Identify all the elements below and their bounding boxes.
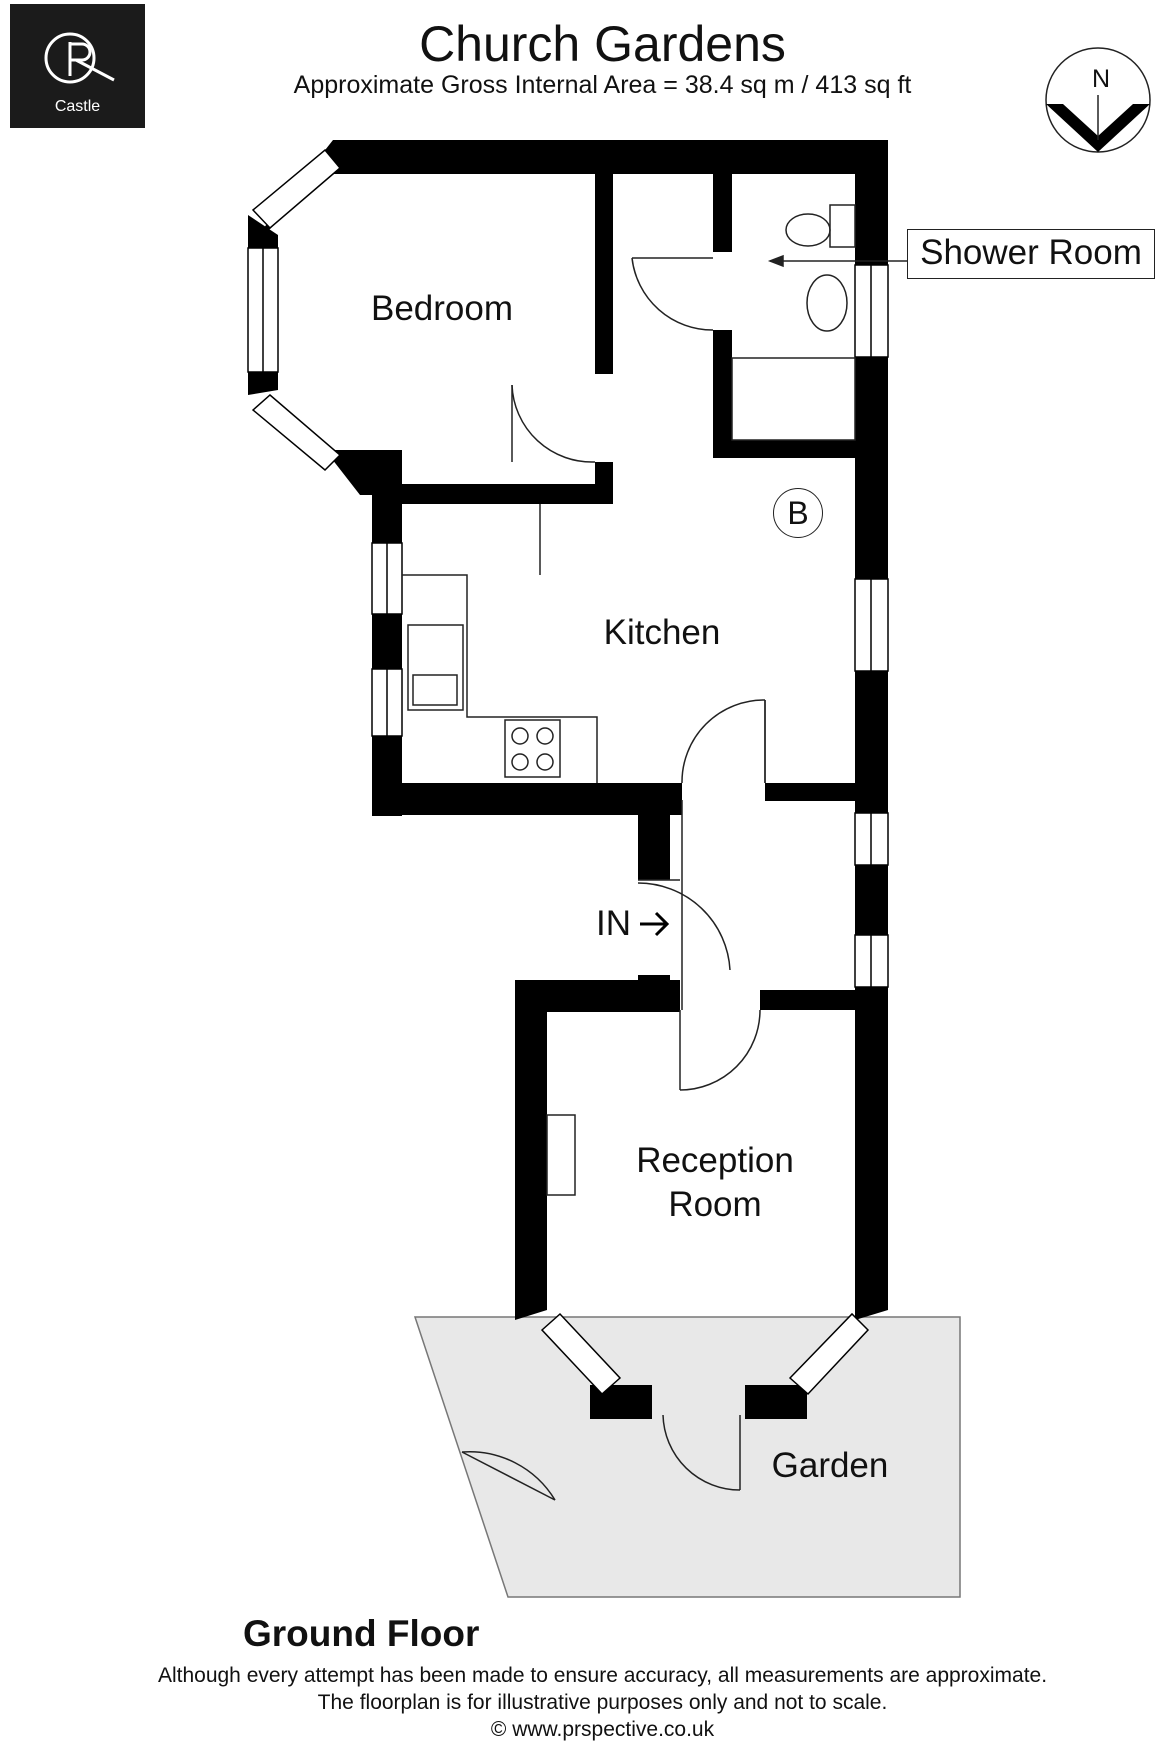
brand-logo: Castle <box>10 4 145 128</box>
room-label-reception-line1: Reception <box>636 1141 794 1180</box>
boiler-badge: B <box>773 488 823 538</box>
page-title: Church Gardens <box>419 16 786 72</box>
page-subtitle: Approximate Gross Internal Area = 38.4 s… <box>293 71 912 99</box>
logo-monogram-icon <box>44 32 115 84</box>
compass-label: N <box>1092 65 1111 93</box>
fixtures <box>402 204 856 1196</box>
compass-icon <box>1045 47 1151 153</box>
room-label-kitchen: Kitchen <box>603 613 721 652</box>
walls <box>248 140 888 1419</box>
room-label-shower: Shower Room <box>907 229 1155 279</box>
doors <box>461 257 766 1501</box>
room-label-reception-line2: Room <box>668 1185 762 1224</box>
logo-text: Castle <box>54 98 101 115</box>
windows <box>247 148 889 1396</box>
entry-label: IN <box>596 904 631 943</box>
room-label-bedroom: Bedroom <box>370 289 514 328</box>
room-label-garden: Garden <box>771 1446 889 1485</box>
shower-room-pointer <box>767 254 907 268</box>
entry-arrow <box>640 911 670 937</box>
garden-area <box>413 1316 961 1598</box>
floor-name: Ground Floor <box>243 1613 480 1654</box>
disclaimer-line-1: Although every attempt has been made to … <box>157 1664 1048 1687</box>
disclaimer-line-2: The floorplan is for illustrative purpos… <box>317 1691 888 1714</box>
copyright-line: © www.prspective.co.uk <box>490 1718 715 1741</box>
